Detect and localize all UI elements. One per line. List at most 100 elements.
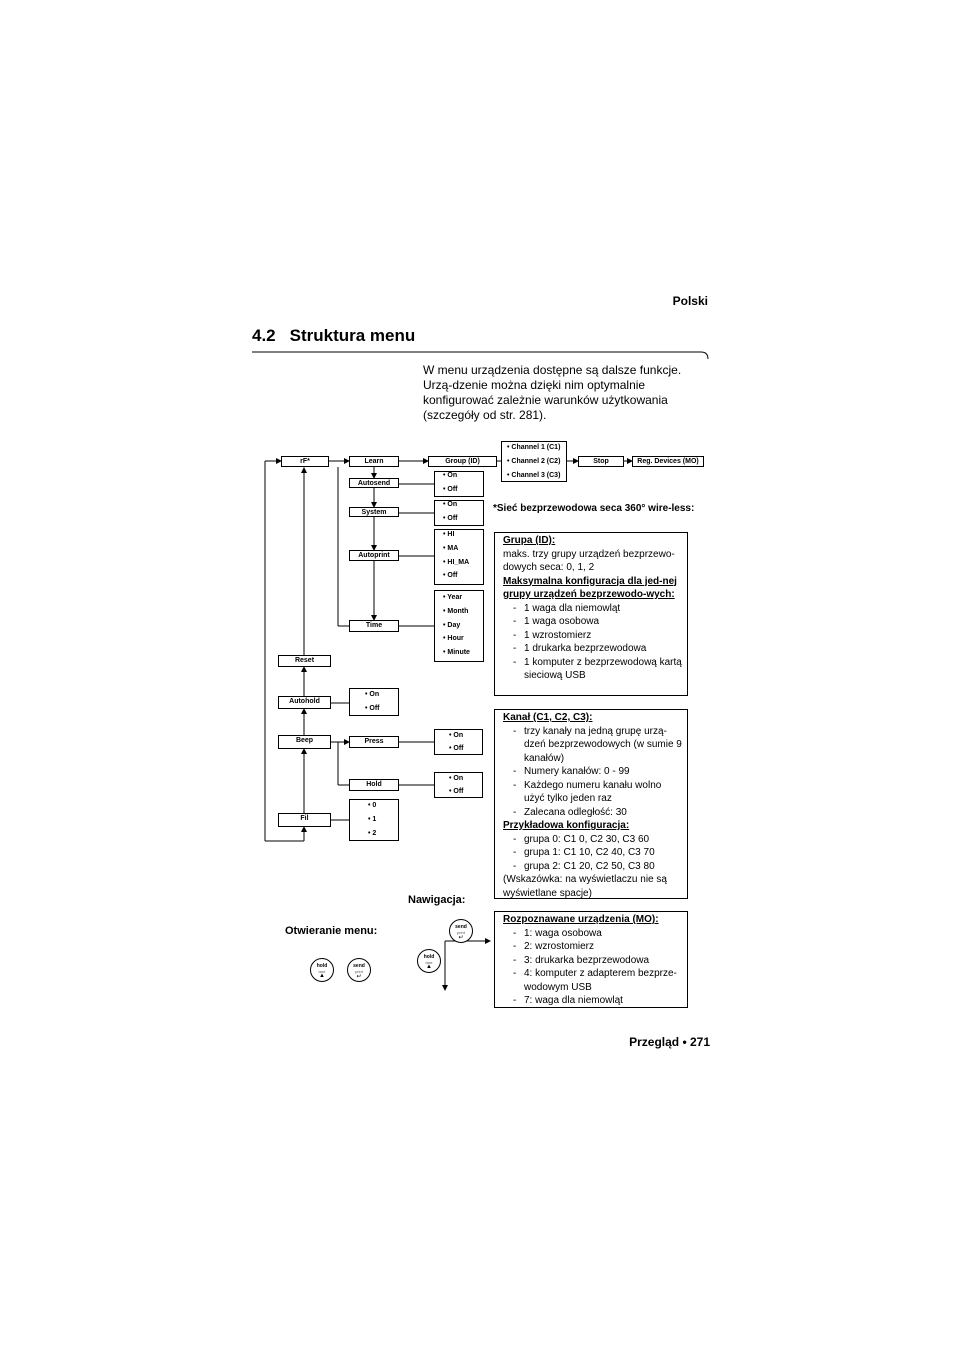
example-config-heading: Przykładowa konfiguracja: bbox=[503, 820, 630, 831]
wireless-note: *Sieć bezprzewodowa seca 360° wire-less: bbox=[493, 503, 695, 514]
info-box-channel: Kanał (C1, C2, C3): trzy kanały na jedną… bbox=[494, 709, 688, 899]
option-off: • Off bbox=[449, 745, 464, 752]
autoprint-options: • HI • MA • HI_MA • Off bbox=[434, 529, 484, 585]
list-item: 1 waga osobowa bbox=[503, 615, 683, 629]
menu-beep: Beep bbox=[278, 735, 331, 749]
option-hour: • Hour bbox=[443, 635, 464, 642]
list-item: Numery kanałów: 0 - 99 bbox=[503, 765, 683, 779]
menu-time: Time bbox=[349, 620, 399, 632]
print-label: print bbox=[457, 930, 465, 935]
menu-group: Group (ID) bbox=[428, 456, 497, 467]
menu-autosend: Autosend bbox=[349, 478, 399, 488]
option-off: • Off bbox=[443, 515, 458, 522]
list-item: 1 waga dla niemowląt bbox=[503, 602, 683, 616]
option-ma: • MA bbox=[443, 545, 459, 552]
option-2: • 2 bbox=[368, 830, 377, 837]
send-button-icon: send print ↵ bbox=[449, 919, 473, 943]
send-button-label: send bbox=[455, 924, 467, 930]
max-config-heading: Maksymalna konfiguracja dla jed-nej grup… bbox=[503, 575, 677, 601]
option-on: • On bbox=[449, 732, 464, 739]
channel-options: • Channel 1 (C1) • Channel 2 (C2) • Chan… bbox=[501, 441, 567, 482]
list-item: 1 wzrostomierz bbox=[503, 629, 683, 643]
channel-heading: Kanał (C1, C2, C3): bbox=[503, 712, 593, 723]
option-year: • Year bbox=[443, 594, 463, 601]
menu-system: System bbox=[349, 507, 399, 517]
fil-options: • 0 • 1 • 2 bbox=[349, 799, 399, 841]
list-item: grupa 1: C1 10, C2 40, C3 70 bbox=[503, 846, 683, 860]
list-item: 4: komputer z adapterem bezprze-wodowym … bbox=[503, 967, 683, 994]
enter-icon: ↵ bbox=[458, 935, 464, 941]
menu-rf: rF* bbox=[281, 456, 329, 467]
autohold-options: • On • Off bbox=[349, 688, 399, 716]
list-item: 7: waga dla niemowląt bbox=[503, 994, 683, 1008]
menu-press: Press bbox=[349, 736, 399, 748]
arrow-up-icon: ▲ bbox=[319, 973, 325, 979]
option-hi: • HI bbox=[443, 531, 455, 538]
system-options: • On • Off bbox=[434, 500, 484, 526]
option-off: • Off bbox=[443, 572, 458, 579]
section-number: 4.2 bbox=[252, 326, 276, 345]
section-title: 4.2 Struktura menu bbox=[252, 326, 415, 346]
option-hi-ma: • HI_MA bbox=[443, 559, 470, 566]
option-off: • Off bbox=[365, 705, 380, 712]
list-item: Zalecana odległość: 30 bbox=[503, 806, 683, 820]
tare-label: tare bbox=[318, 969, 326, 974]
info-box-devices: Rozpoznawane urządzenia (MO): 1: waga os… bbox=[494, 911, 688, 1008]
intro-text: W menu urządzenia dostępne są dalsze fun… bbox=[423, 363, 682, 422]
list-item: 3: drukarka bezprzewodowa bbox=[503, 954, 683, 968]
navigation-label: Nawigacja: bbox=[408, 894, 466, 906]
hold-button-icon: hold tare ▲ bbox=[310, 958, 334, 982]
list-item: 2: wzrostomierz bbox=[503, 940, 683, 954]
list-item: 1 drukarka bezprzewodowa bbox=[503, 642, 683, 656]
menu-autohold: Autohold bbox=[278, 696, 331, 709]
arrow-up-icon: ▲ bbox=[426, 964, 432, 970]
group-text: maks. trzy grupy urządzeń bezprzewo-dowy… bbox=[503, 548, 675, 574]
print-label: print bbox=[355, 969, 363, 974]
tare-label: tare bbox=[425, 960, 433, 965]
option-minute: • Minute bbox=[443, 649, 470, 656]
hold-options: • On • Off bbox=[434, 772, 483, 798]
option-1: • 1 bbox=[368, 816, 377, 823]
option-on: • On bbox=[443, 501, 458, 508]
option-0: • 0 bbox=[368, 802, 377, 809]
menu-learn: Learn bbox=[349, 456, 399, 467]
enter-icon: ↵ bbox=[356, 974, 362, 980]
option-off: • Off bbox=[443, 486, 458, 493]
menu-stop: Stop bbox=[578, 456, 624, 467]
option-channel-1: • Channel 1 (C1) bbox=[507, 444, 561, 451]
hold-button-icon: hold tare ▲ bbox=[417, 949, 441, 973]
devices-heading: Rozpoznawane urządzenia (MO): bbox=[503, 914, 659, 925]
option-day: • Day bbox=[443, 622, 461, 629]
hold-button-label: hold bbox=[423, 954, 435, 960]
option-channel-3: • Channel 3 (C3) bbox=[507, 472, 561, 479]
open-menu-label: Otwieranie menu: bbox=[285, 925, 378, 937]
list-item: Każdego numeru kanału wolno użyć tylko j… bbox=[503, 779, 683, 806]
autosend-options: • On • Off bbox=[434, 471, 484, 497]
menu-fil: Fil bbox=[278, 813, 331, 827]
list-item: 1: waga osobowa bbox=[503, 927, 683, 941]
list-item: grupa 2: C1 20, C2 50, C3 80 bbox=[503, 860, 683, 874]
send-button-label: send bbox=[353, 963, 365, 969]
page-footer: Przegląd • 271 bbox=[629, 1035, 710, 1049]
list-item: trzy kanały na jedną grupę urzą-dzeń bez… bbox=[503, 725, 683, 766]
list-item: 1 komputer z bezprzewodową kartą sieciow… bbox=[503, 656, 683, 683]
option-on: • On bbox=[365, 691, 380, 698]
time-options: • Year • Month • Day • Hour • Minute bbox=[434, 590, 484, 662]
send-button-icon: send print ↵ bbox=[347, 958, 371, 982]
section-title-text: Struktura menu bbox=[289, 326, 416, 345]
option-month: • Month bbox=[443, 608, 469, 615]
group-heading: Grupa (ID): bbox=[503, 535, 556, 546]
press-options: • On • Off bbox=[434, 729, 483, 755]
language-label: Polski bbox=[672, 294, 708, 308]
list-item: grupa 0: C1 0, C2 30, C3 60 bbox=[503, 833, 683, 847]
option-on: • On bbox=[443, 472, 458, 479]
menu-reset: Reset bbox=[278, 655, 331, 667]
option-channel-2: • Channel 2 (C2) bbox=[507, 458, 561, 465]
info-box-group: Grupa (ID): maks. trzy grupy urządzeń be… bbox=[494, 532, 688, 696]
hold-button-label: hold bbox=[316, 963, 328, 969]
option-on: • On bbox=[449, 775, 464, 782]
menu-reg-devices: Reg. Devices (MO) bbox=[632, 456, 704, 467]
option-off: • Off bbox=[449, 788, 464, 795]
channel-hint: (Wskazówka: na wyświetlaczu nie są wyświ… bbox=[503, 874, 667, 899]
